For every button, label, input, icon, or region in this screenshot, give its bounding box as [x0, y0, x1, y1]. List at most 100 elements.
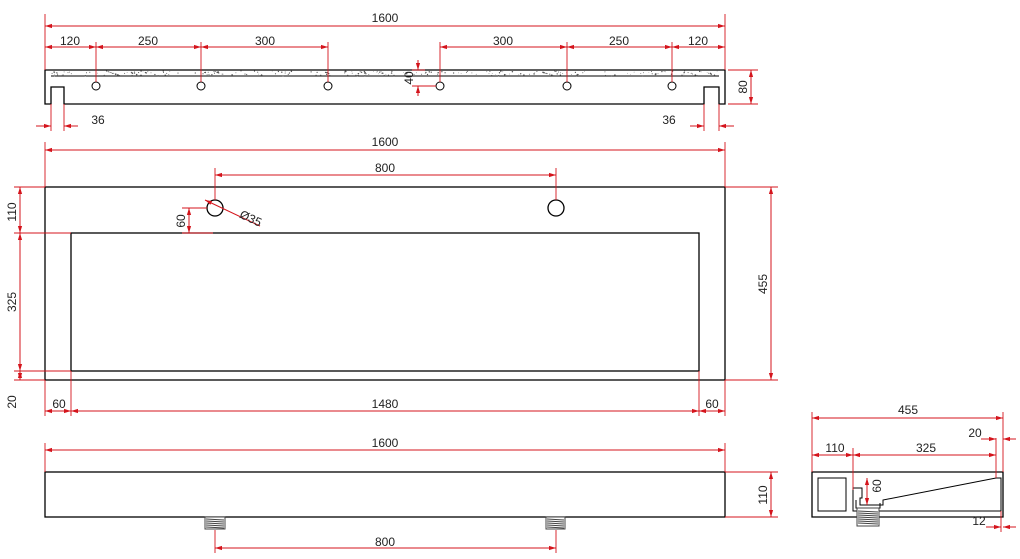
stone-speck — [282, 75, 284, 77]
stone-speck — [576, 75, 577, 77]
thread-line — [546, 522, 565, 525]
stone-speck — [231, 74, 233, 76]
stone-speck — [84, 74, 87, 77]
stone-speck — [70, 73, 72, 75]
dimension-label-side-right: 60 — [705, 397, 719, 411]
stone-speck — [110, 71, 112, 74]
stone-speck — [211, 73, 213, 76]
stone-speck — [502, 75, 504, 76]
thread-line — [205, 520, 225, 523]
stone-speck — [351, 72, 353, 74]
stone-speck — [207, 71, 209, 73]
dimension-label-edge-left: 36 — [91, 113, 105, 127]
stone-speck — [209, 74, 210, 76]
stone-speck — [452, 72, 455, 74]
stone-speck — [113, 73, 115, 74]
stone-speck — [523, 74, 525, 76]
stone-speck — [562, 73, 564, 74]
stone-speck — [138, 72, 140, 74]
stone-speck — [614, 74, 616, 76]
stone-speck — [716, 70, 718, 72]
stone-speck — [133, 71, 135, 72]
stone-speck — [518, 74, 520, 76]
drain-fitting-left — [204, 516, 226, 530]
stone-speck — [681, 74, 683, 76]
dimension-label-hole-offset: 40 — [402, 71, 416, 85]
stone-speck — [376, 72, 378, 73]
stone-speck — [694, 74, 697, 76]
stone-speck — [140, 74, 142, 76]
stone-speck — [376, 70, 378, 72]
tap-hole — [667, 81, 677, 91]
stone-speck — [415, 72, 417, 74]
side-drain-fitting — [856, 507, 880, 527]
stone-speck — [383, 74, 385, 77]
top-view: 1600 120 250 300 300 250 120 40 80 — [36, 11, 758, 131]
stone-speck — [112, 72, 114, 74]
dimension-label-basin-depth: 325 — [5, 292, 19, 312]
stone-speck — [630, 74, 631, 75]
stone-speck — [357, 72, 360, 75]
stone-speck — [428, 71, 431, 73]
stone-speck — [360, 71, 363, 73]
stone-speck — [53, 75, 56, 77]
stone-speck — [403, 72, 404, 73]
stone-speck — [329, 74, 331, 77]
stone-speck — [194, 72, 196, 74]
stone-speck — [257, 73, 259, 75]
stone-speck — [534, 72, 536, 73]
stone-speck — [271, 70, 273, 72]
stone-speck — [124, 72, 126, 74]
tap-hole-right — [547, 199, 565, 217]
stone-speck — [441, 71, 443, 73]
stone-speck — [277, 70, 280, 73]
tap-hole — [435, 81, 445, 91]
stone-speck — [552, 74, 554, 77]
stone-speck — [62, 74, 64, 76]
stone-speck — [467, 70, 469, 72]
stone-speck — [208, 74, 209, 75]
stone-speck — [105, 70, 108, 72]
stone-speck — [106, 70, 108, 72]
stone-speck — [691, 72, 693, 74]
stone-speck — [177, 72, 179, 74]
stone-speck — [574, 71, 577, 74]
stone-speck — [320, 74, 322, 76]
thread-line — [857, 520, 879, 523]
stone-speck — [117, 74, 119, 76]
stone-speck — [486, 71, 488, 73]
stone-speck — [661, 70, 663, 73]
dimension-label: 120 — [688, 34, 708, 48]
stone-speck — [390, 72, 393, 74]
stone-speck — [413, 73, 415, 75]
front-lip-cavity — [817, 477, 847, 512]
stone-speck — [421, 73, 423, 75]
stone-speck — [67, 72, 69, 74]
stone-speck — [379, 71, 381, 73]
stone-speck — [475, 73, 477, 75]
dimension-label-back-margin: 20 — [5, 395, 19, 409]
stone-speck — [491, 74, 493, 76]
stone-speck — [135, 73, 138, 76]
stone-speck — [316, 71, 318, 73]
stone-speck — [240, 70, 242, 72]
stone-speck — [554, 70, 555, 72]
dimension-label-slope: 12 — [972, 514, 986, 528]
stone-speck — [213, 72, 216, 74]
stone-speck — [560, 72, 562, 74]
dimension-label-drain-spacing: 800 — [375, 535, 395, 549]
stone-speck — [364, 75, 366, 77]
stone-speck — [491, 73, 493, 74]
dimension-label-hole-diameter: Ø35 — [237, 207, 264, 229]
stone-speck — [253, 70, 256, 72]
drain-thread — [205, 518, 225, 529]
stone-speck — [508, 73, 510, 75]
stone-speck — [355, 74, 357, 76]
stone-speck — [387, 74, 389, 76]
stone-speck — [683, 71, 685, 74]
stone-speck — [444, 72, 446, 74]
stone-speck — [51, 72, 53, 74]
stone-speck — [431, 75, 433, 76]
stone-speck — [533, 73, 535, 75]
